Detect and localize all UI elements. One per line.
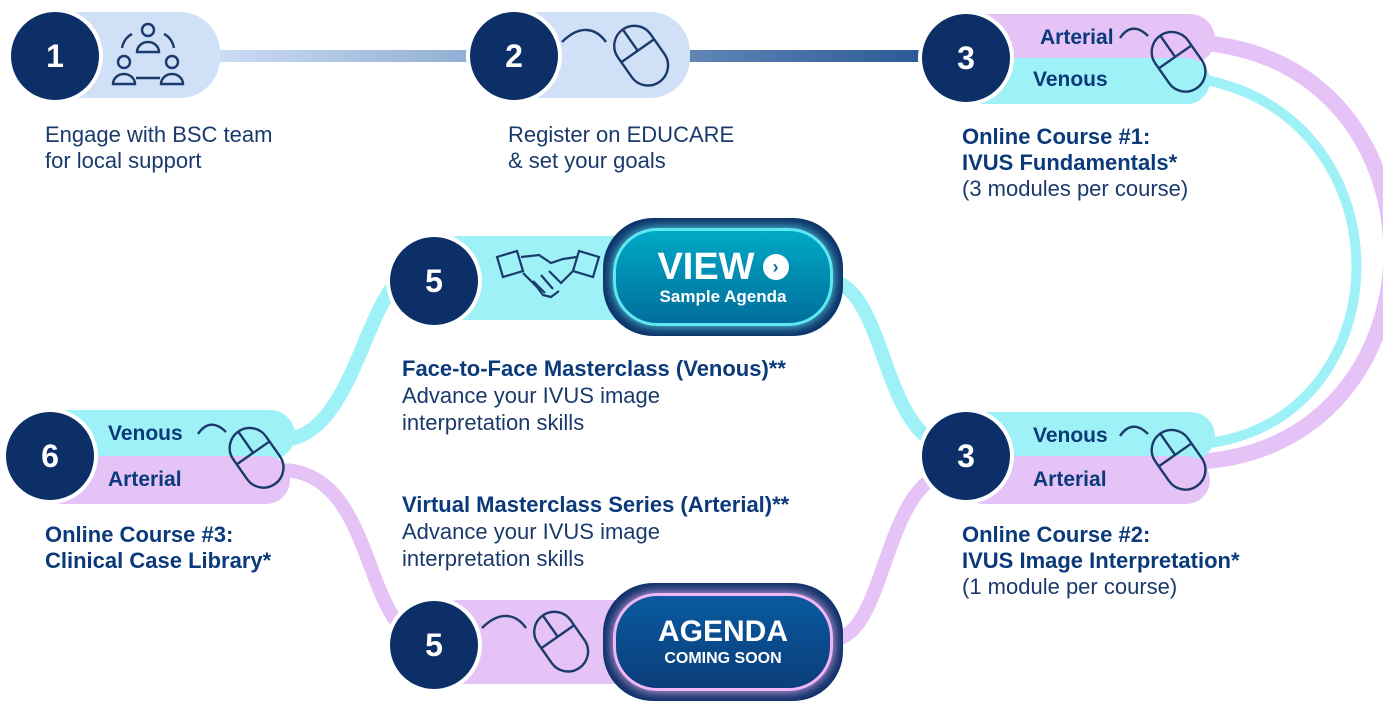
step3b-title2: IVUS Image Interpretation* bbox=[962, 548, 1240, 573]
handshake-icon bbox=[495, 249, 601, 299]
step3a-number-circle: 3 bbox=[918, 10, 1014, 106]
step1-number-circle: 1 bbox=[7, 8, 103, 104]
step6-title2: Clinical Case Library* bbox=[45, 548, 272, 573]
right-arterial-loop bbox=[1179, 34, 1383, 470]
step3a-title2: IVUS Fundamentals* bbox=[962, 150, 1178, 175]
step3b-number: 3 bbox=[957, 437, 975, 474]
mouse-icon bbox=[197, 423, 285, 489]
step5b-number-circle: 5 bbox=[386, 597, 482, 693]
arrow-right-icon: › bbox=[762, 254, 789, 280]
agenda-coming-soon-button-inner: AGENDA COMING SOON bbox=[613, 593, 833, 691]
view-sample-agenda-button[interactable]: VIEW › Sample Agenda bbox=[603, 218, 843, 336]
step3a-tag-venous: Venous bbox=[1033, 68, 1108, 91]
step3b-tag-venous: Venous bbox=[1033, 424, 1108, 447]
step5b-desc2: interpretation skills bbox=[402, 546, 585, 571]
step5b-desc1: Advance your IVUS image bbox=[402, 519, 661, 544]
step3b-tag-arterial: Arterial bbox=[1033, 468, 1107, 491]
step3b-number-circle: 3 bbox=[918, 408, 1014, 504]
step5a-number: 5 bbox=[425, 262, 443, 299]
step1-text-line1: Engage with BSC team bbox=[45, 122, 273, 147]
step3a-title1: Online Course #1: bbox=[962, 124, 1151, 149]
mouse-icon bbox=[561, 24, 670, 87]
view-sample-agenda-button-inner: VIEW › Sample Agenda bbox=[613, 228, 833, 326]
step5b-title: Virtual Masterclass Series (Arterial)** bbox=[402, 492, 790, 517]
agenda-button-label: AGENDA bbox=[657, 615, 788, 648]
view-button-label: VIEW bbox=[657, 246, 755, 288]
step1-text-line2: for local support bbox=[45, 148, 202, 173]
agenda-coming-soon-button[interactable]: AGENDA COMING SOON bbox=[603, 583, 843, 701]
step2-text-line1: Register on EDUCARE bbox=[508, 122, 735, 147]
mouse-icon bbox=[1119, 425, 1207, 491]
step5a-desc2: interpretation skills bbox=[402, 410, 585, 435]
step5a-number-circle: 5 bbox=[386, 233, 482, 329]
step5a-desc1: Advance your IVUS image bbox=[402, 383, 661, 408]
step2-number: 2 bbox=[505, 37, 523, 74]
team-icon bbox=[111, 22, 185, 86]
step3b-title1: Online Course #2: bbox=[962, 522, 1151, 547]
step6-tag-venous: Venous bbox=[108, 422, 183, 445]
step3a-note: (3 modules per course) bbox=[962, 176, 1189, 201]
step5a-title: Face-to-Face Masterclass (Venous)** bbox=[402, 356, 786, 381]
mouse-icon bbox=[1119, 27, 1207, 93]
mouse-icon bbox=[481, 610, 590, 673]
step1-number: 1 bbox=[46, 37, 64, 74]
step2-number-circle: 2 bbox=[466, 8, 562, 104]
step6-title1: Online Course #3: bbox=[45, 522, 234, 547]
sample-agenda-label: Sample Agenda bbox=[659, 287, 787, 306]
step5b-number: 5 bbox=[425, 626, 443, 663]
step6-number-circle: 6 bbox=[2, 408, 98, 504]
step3a-number: 3 bbox=[957, 39, 975, 76]
coming-soon-label: COMING SOON bbox=[664, 650, 782, 667]
right-venous-loop bbox=[1149, 69, 1362, 450]
step6-tag-arterial: Arterial bbox=[108, 468, 182, 491]
step3b-note: (1 module per course) bbox=[962, 574, 1178, 599]
step6-number: 6 bbox=[41, 437, 59, 474]
step2-text-line2: & set your goals bbox=[508, 148, 666, 173]
step3a-tag-arterial: Arterial bbox=[1040, 26, 1114, 49]
